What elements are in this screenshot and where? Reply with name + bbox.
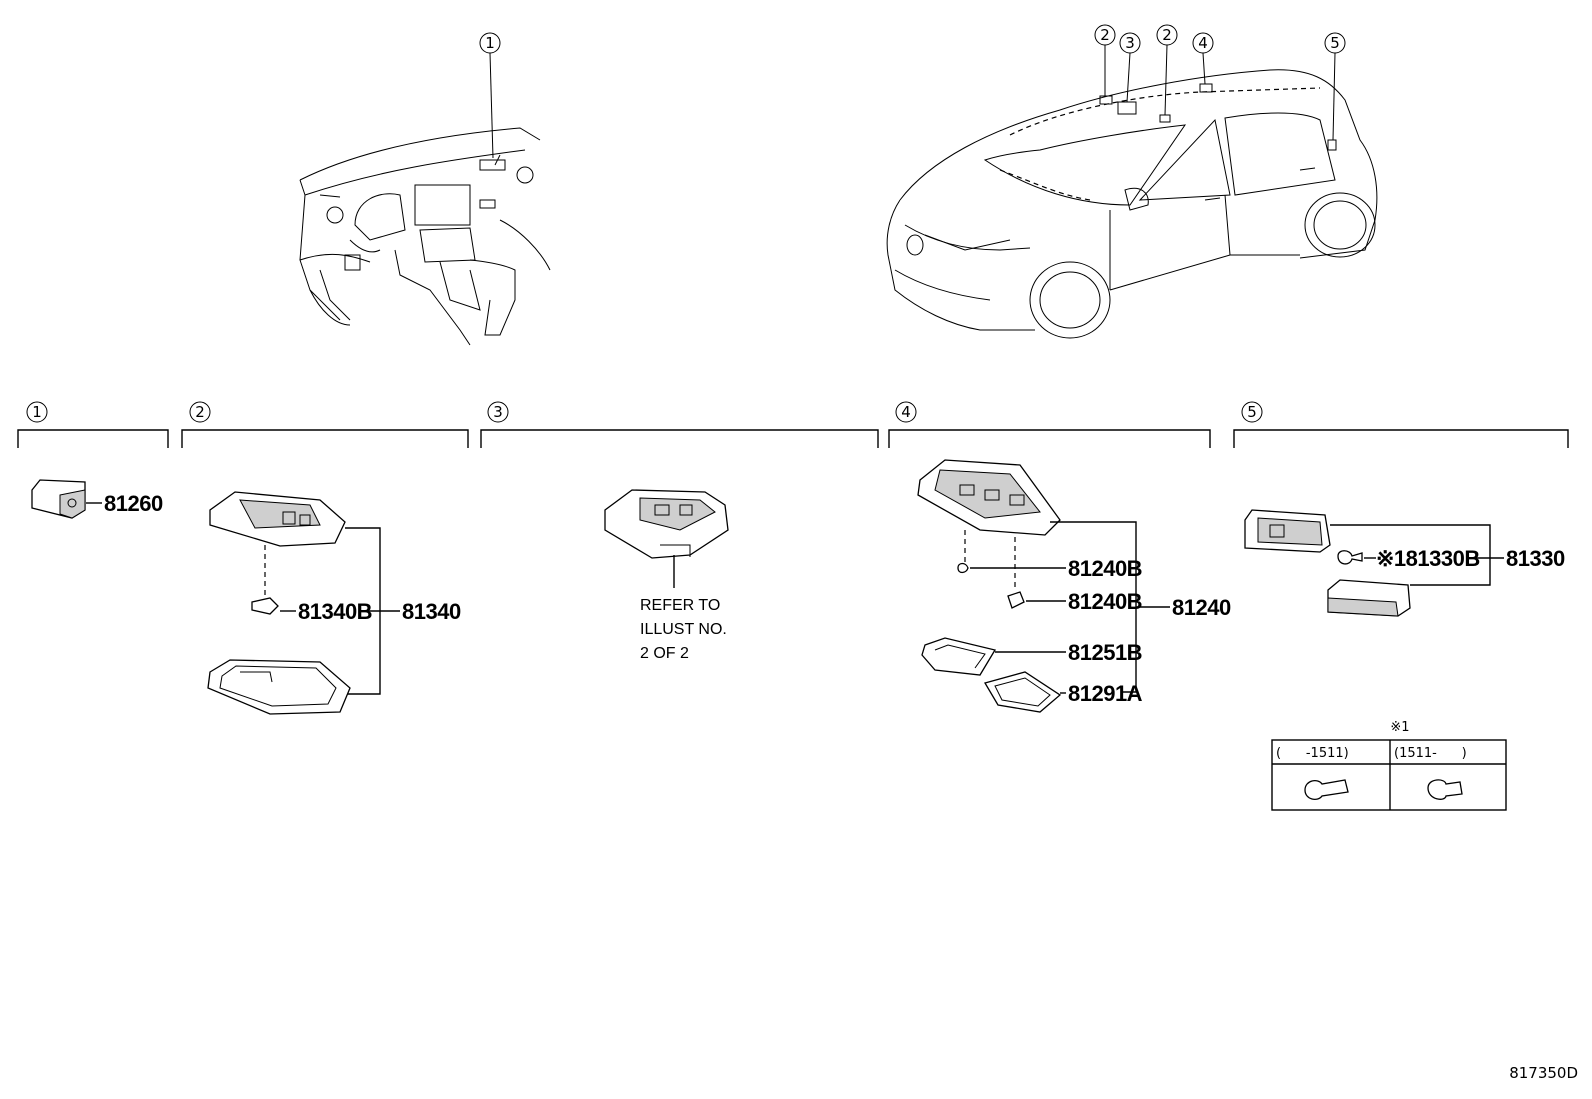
part-number-81251B: 81251B	[1068, 640, 1142, 665]
section-4: 4 81240B 81240B 81240 81251B 812	[888, 401, 1231, 713]
roof-console-drawing	[917, 459, 1061, 536]
bulb-table-label: ※1	[1390, 720, 1409, 735]
section-5-label: 5	[1247, 403, 1257, 421]
bulb-81240B-a	[957, 562, 969, 574]
bulb-81240B-b	[1007, 591, 1025, 609]
part-number-81330B: ※181330B	[1376, 546, 1480, 571]
wedge-bulb-new-drawing	[1427, 779, 1463, 800]
section-2: 2 81340B 81340	[181, 401, 469, 715]
section-2-label: 2	[195, 403, 205, 421]
console-lamp-drawing	[604, 489, 729, 559]
refer-note-line-2: ILLUST NO.	[640, 621, 727, 638]
wedge-bulb-old-drawing	[1304, 779, 1349, 801]
part-number-81291A: 81291A	[1068, 681, 1143, 706]
dash-callout-1: 1	[479, 32, 501, 159]
car-callout-3: 3	[1125, 34, 1135, 52]
cover-81291A-drawing	[984, 671, 1062, 713]
refer-note-line-3: 2 OF 2	[640, 645, 689, 662]
lamp-lens-81330-drawing	[1327, 579, 1411, 617]
part-number-81240: 81240	[1172, 595, 1231, 620]
car-callouts: 2 3 2 4 5	[1094, 24, 1346, 141]
car-illustration	[886, 69, 1378, 339]
part-81260-drawing	[31, 479, 86, 519]
dashboard-illustration	[299, 127, 551, 346]
bulb-81330B-drawing	[1337, 550, 1363, 565]
part-number-81340: 81340	[402, 599, 461, 624]
bulb-table-col-2-header: (1511- )	[1394, 746, 1467, 761]
section-3-label: 3	[493, 403, 503, 421]
bulb-table: ( -1511) (1511- )	[1271, 739, 1507, 811]
part-number-81240B-b: 81240B	[1068, 589, 1142, 614]
lens-81251B-drawing	[921, 637, 997, 676]
lens-81340-drawing	[207, 659, 351, 715]
section-1: 1 81260	[17, 401, 169, 519]
section-3: 3 REFER TO ILLUST NO. 2 OF 2	[480, 401, 879, 662]
bulb-81340B-drawing	[251, 597, 279, 615]
car-callout-4: 4	[1198, 34, 1208, 52]
dash-callout-1-label: 1	[485, 34, 495, 52]
refer-note-line-1: REFER TO	[640, 597, 720, 614]
section-5: 5 ※181330B 81330 ※1 ( -1511) (1511- )	[1233, 401, 1569, 811]
diagram-code: 817350D	[1509, 1064, 1578, 1082]
part-number-81340B: 81340B	[298, 599, 372, 624]
part-number-81260: 81260	[104, 491, 163, 516]
section-4-label: 4	[901, 403, 911, 421]
luggage-lamp-drawing	[1244, 509, 1331, 553]
car-callout-2b: 2	[1162, 26, 1172, 44]
part-number-81240B-a: 81240B	[1068, 556, 1142, 581]
bulb-table-col-1-header: ( -1511)	[1276, 746, 1349, 761]
map-lamp-drawing	[209, 491, 346, 547]
part-number-81330: 81330	[1506, 546, 1565, 571]
car-callout-2a: 2	[1100, 26, 1110, 44]
section-1-label: 1	[32, 403, 42, 421]
car-callout-5: 5	[1330, 34, 1340, 52]
